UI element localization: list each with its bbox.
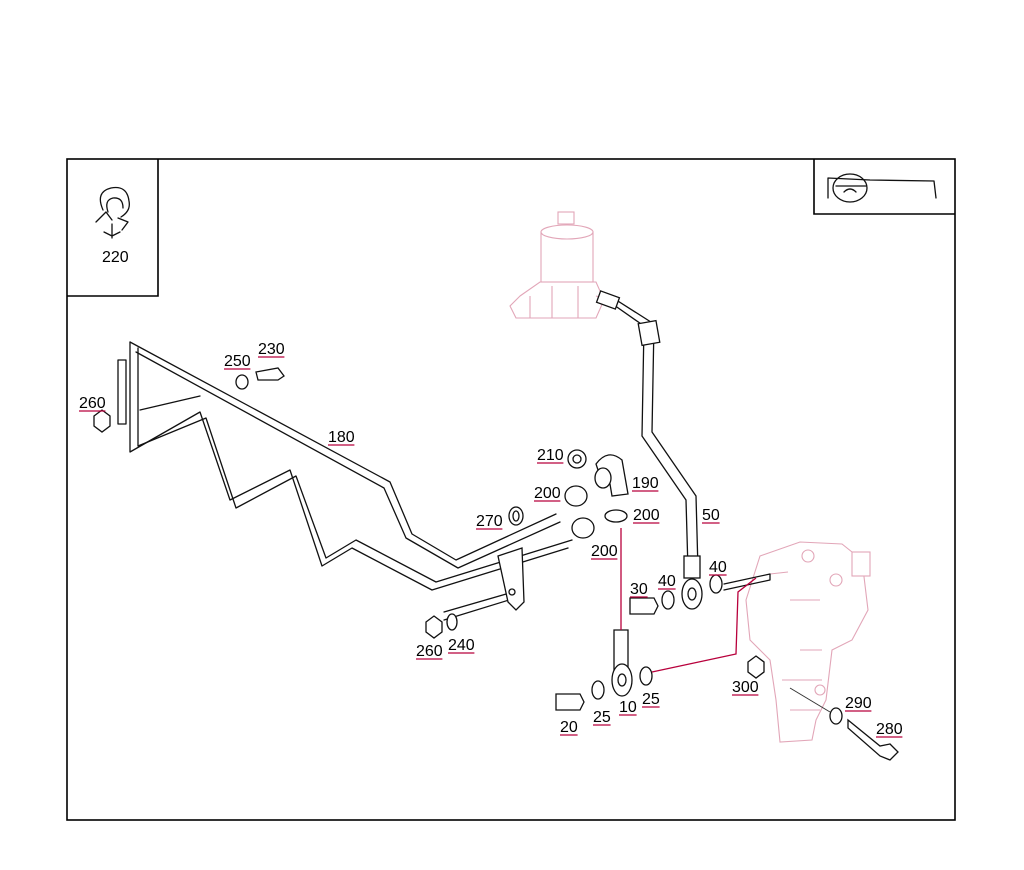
inset-box-220: 220 [67, 159, 159, 297]
power-steering-pump-outline [509, 211, 611, 319]
callout-290: 290 [845, 695, 872, 712]
vehicle-view-icon [827, 173, 937, 203]
callout-240: 240 [448, 637, 475, 654]
inset-label-220: 220 [102, 249, 129, 266]
leader-lines [620, 528, 831, 713]
view-icon-box [813, 159, 955, 215]
callout-40b: 40 [709, 559, 727, 576]
callout-200a: 200 [534, 485, 561, 502]
callout-250: 250 [224, 353, 251, 370]
callout-260b: 260 [416, 643, 443, 660]
callout-210: 210 [537, 447, 564, 464]
diagram-frame [66, 158, 956, 821]
callout-200b: 200 [633, 507, 660, 524]
pressure-hose-50 [595, 290, 703, 610]
callout-25b: 25 [642, 691, 660, 708]
callout-50: 50 [702, 507, 720, 524]
hose-clip-icon [95, 186, 130, 239]
callout-260a: 260 [79, 395, 106, 412]
steering-gear-outline [745, 541, 871, 743]
callout-270: 270 [476, 513, 503, 530]
callout-280: 280 [876, 721, 903, 738]
callout-230: 230 [258, 341, 285, 358]
callout-25a: 25 [593, 709, 611, 726]
callout-30: 30 [630, 581, 648, 598]
oil-cooler-tube-assembly [117, 341, 573, 621]
callout-10: 10 [619, 699, 637, 716]
callout-180: 180 [328, 429, 355, 446]
callout-40a: 40 [658, 573, 676, 590]
callout-300: 300 [732, 679, 759, 696]
callout-200c: 200 [591, 543, 618, 560]
callout-190: 190 [632, 475, 659, 492]
return-hose-190 [508, 449, 629, 539]
callout-20: 20 [560, 719, 578, 736]
callout-labels: 180 230 250 260 210 190 200 200 200 270 50 40 40 30 26… [79, 341, 903, 738]
